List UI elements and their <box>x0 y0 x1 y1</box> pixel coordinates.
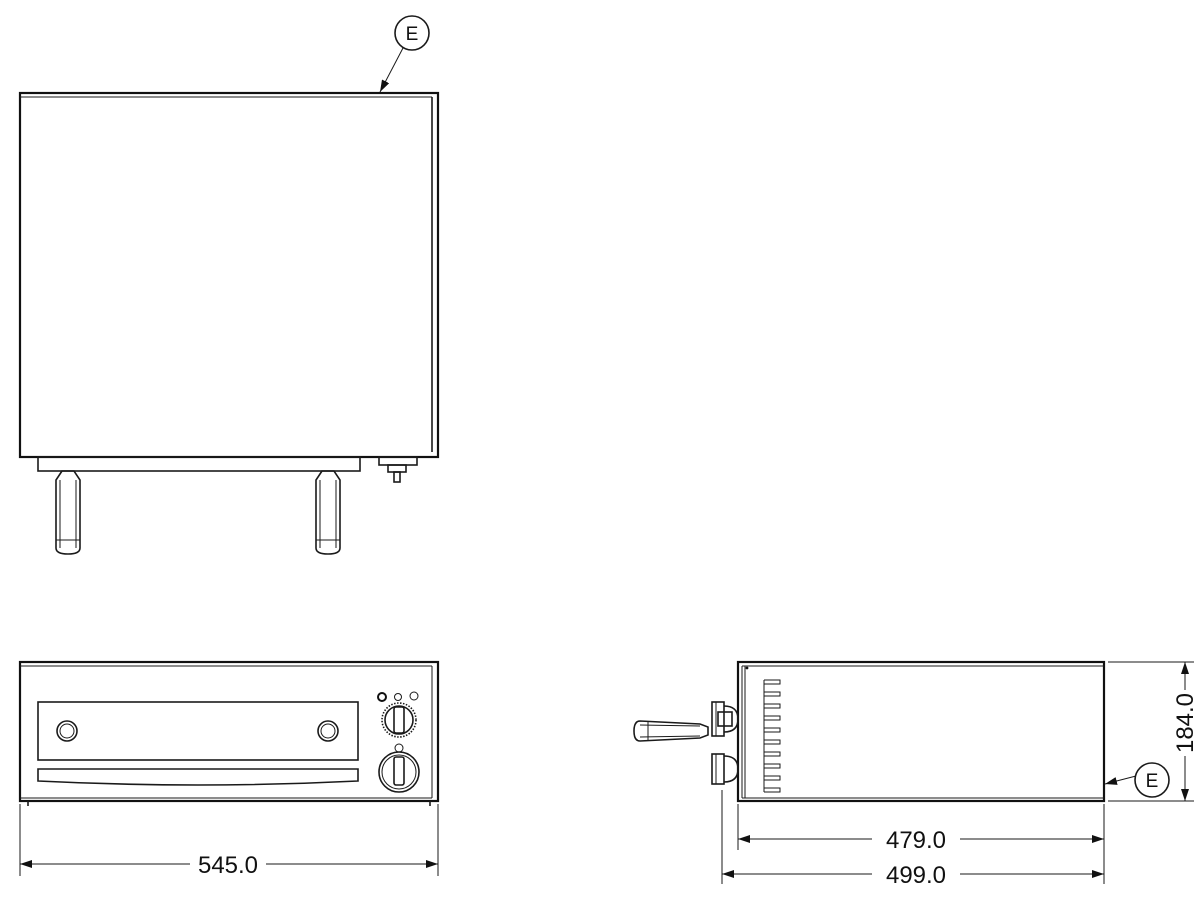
oven-door-window <box>37 701 359 761</box>
side-knob-lower <box>711 753 739 785</box>
timer-knob <box>378 743 420 793</box>
dimension-label: 545.0 <box>198 852 258 879</box>
side-view: E <box>633 660 1170 803</box>
side-view-body <box>736 660 1106 803</box>
door-bolt-left <box>56 720 78 742</box>
thermostat-dial <box>381 702 417 738</box>
callout-e-top: E <box>379 15 430 93</box>
vent-slots <box>763 679 781 793</box>
callout-e-side: E <box>1104 762 1170 798</box>
dimension-label: 184.0 <box>1172 693 1199 753</box>
front-view <box>18 660 440 806</box>
side-handle <box>633 720 709 742</box>
top-view-plinth <box>37 456 361 472</box>
leg-left <box>55 470 81 555</box>
callout-label: E <box>406 24 419 45</box>
dimension-side-height: 184.0 <box>1108 661 1199 802</box>
knob-stem-top <box>378 456 418 483</box>
dimension-label: 479.0 <box>886 827 946 854</box>
top-view-body <box>18 91 440 459</box>
dimension-front-width: 545.0 <box>19 804 439 879</box>
front-view-body <box>18 660 440 803</box>
callout-label: E <box>1146 771 1159 792</box>
top-view: E <box>18 15 440 555</box>
leg-right <box>315 470 341 555</box>
dimension-label: 499.0 <box>886 862 946 889</box>
door-handle <box>37 768 359 786</box>
side-knob-upper <box>711 701 739 737</box>
indicator-lamp-1 <box>377 692 387 702</box>
dimension-side-inner-depth: 479.0 <box>737 804 1105 884</box>
door-bolt-right <box>317 720 339 742</box>
dimension-side-total-depth: 499.0 <box>721 790 1104 889</box>
indicator-lamp-3 <box>409 691 419 701</box>
indicator-lamp-2 <box>394 693 402 701</box>
